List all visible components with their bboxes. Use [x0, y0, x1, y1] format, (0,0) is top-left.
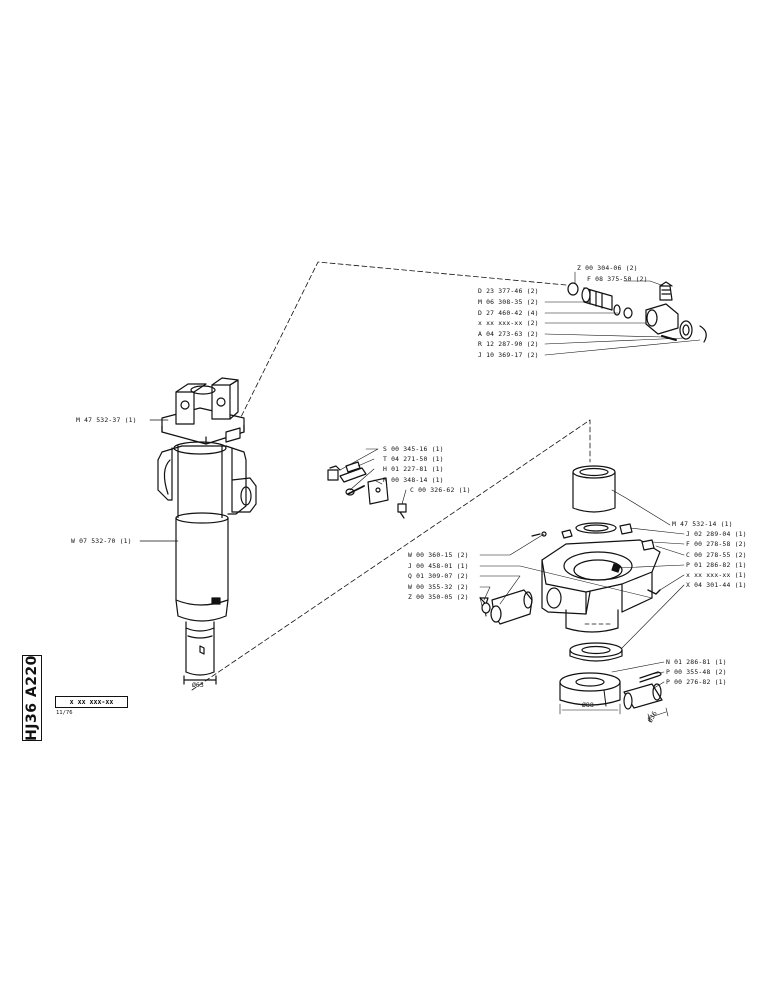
pin-parts-left [479, 531, 547, 625]
callout-label: F 00 278-58 (2) [686, 540, 747, 548]
callout-label: Z 00 304-06 (2) [577, 264, 638, 272]
callout-label: M 47 532-14 (1) [672, 520, 733, 528]
dashed-assembly-line [239, 261, 567, 420]
leader-line [651, 541, 685, 545]
leader-line [611, 489, 671, 526]
leader-line [479, 596, 483, 607]
dimension-rod-diameter: Ø63 [192, 681, 204, 689]
leader-line [655, 545, 685, 556]
small-parts-group [327, 461, 407, 519]
callout-label: M 06 308-35 (2) [478, 298, 539, 306]
leader-line [401, 489, 407, 505]
sheet-code-block: HJ36 A220 [22, 655, 42, 741]
rotary-housing [541, 465, 661, 662]
callout-label: W 00 355-32 (2) [408, 583, 469, 591]
cylinder-body [157, 441, 257, 685]
callout-label: x xx xxx-xx (1) [686, 571, 747, 579]
leader-line [615, 564, 685, 569]
callout-label: D 23 377-46 (2) [478, 287, 539, 295]
callout-label: P 01 286-82 (1) [686, 561, 747, 569]
callout-label: J 02 289-04 (1) [686, 530, 747, 538]
leader-line [479, 586, 491, 601]
dimension-pin-diameter: Ø88 [582, 701, 594, 709]
leader-line [623, 280, 665, 287]
pin-group [559, 671, 669, 723]
callout-label: x xx xxx-xx (2) [478, 319, 539, 327]
callout-label: P 00 276-82 (1) [666, 678, 727, 686]
leader-line [544, 333, 665, 338]
cylinder-head [161, 377, 245, 445]
dashed-assembly-line [191, 419, 591, 691]
leader-line [479, 565, 653, 599]
callout-label: D 27 460-42 (4) [478, 309, 539, 317]
leader-line [357, 458, 375, 467]
callout-label: C 00 326-62 (1) [410, 486, 471, 494]
callout-label: A 04 273-63 (2) [478, 330, 539, 338]
leader-line [544, 337, 685, 345]
callout-label: J 00 458-01 (1) [408, 562, 469, 570]
valve-group [567, 281, 707, 343]
leader-line [339, 448, 379, 471]
callout-label: W 07 532-70 (1) [71, 537, 132, 545]
leader-line [659, 574, 685, 591]
callout-label: R 12 287-90 (2) [478, 340, 539, 348]
leader-line [544, 339, 701, 356]
leader-line [653, 681, 665, 689]
sheet-code: HJ36 A220 [24, 655, 40, 741]
callout-label: S 00 345-16 (1) [383, 445, 444, 453]
leader-line [651, 671, 665, 675]
callout-label: T 04 271-50 (1) [383, 455, 444, 463]
leader-line [373, 479, 383, 485]
sheet-date: 11/76 [56, 710, 73, 716]
callout-label: R 00 348-14 (1) [383, 476, 444, 484]
callout-label: H 01 227-81 (1) [383, 465, 444, 473]
leader-line [479, 533, 545, 556]
callout-label: X 04 301-44 (1) [686, 581, 747, 589]
leader-line [621, 584, 685, 649]
leader-line [349, 468, 375, 491]
callout-label: Q 01 309-07 (2) [408, 572, 469, 580]
leader-line [611, 661, 665, 673]
callout-label: C 00 278-55 (2) [686, 551, 747, 559]
reference-stamp: x xx xxx-xx [55, 696, 128, 708]
callout-label: F 08 375-50 (2) [587, 275, 648, 283]
callout-label: M 47 532-37 (1) [76, 416, 137, 424]
callout-label: W 00 360-15 (2) [408, 551, 469, 559]
callout-label: P 00 355-48 (2) [666, 668, 727, 676]
leader-line [629, 527, 685, 535]
callout-label: J 10 369-17 (2) [478, 351, 539, 359]
callout-label: N 01 286-81 (1) [666, 658, 727, 666]
callout-label: Z 00 350-05 (2) [408, 593, 469, 601]
leader-line [479, 575, 521, 605]
